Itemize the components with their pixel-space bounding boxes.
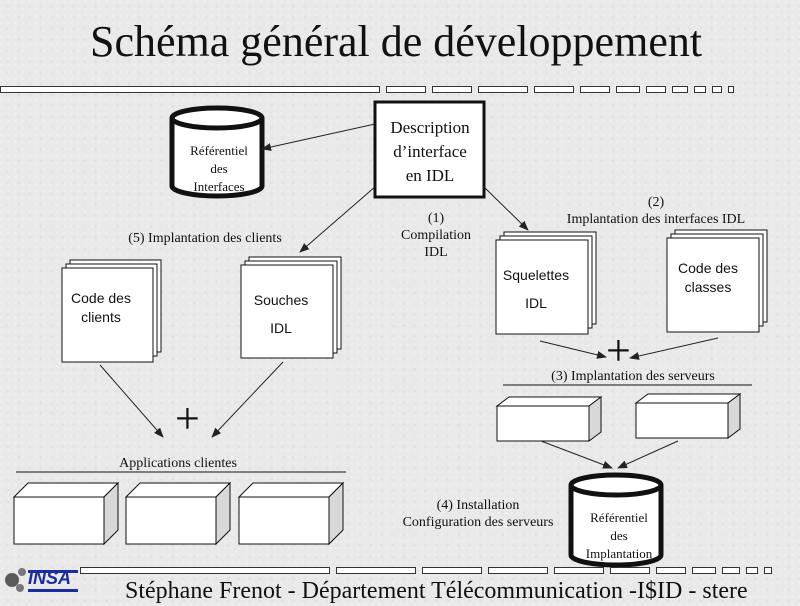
arrow-idl-to-souches bbox=[299, 185, 377, 253]
code-classes-stack bbox=[666, 229, 768, 333]
ref-implantation-text: Référentiel des Implantation bbox=[585, 510, 653, 561]
app-box-2 bbox=[124, 481, 232, 546]
arrow-idl-to-ref bbox=[261, 123, 376, 151]
plus-servers: + bbox=[606, 326, 631, 375]
arrow-souches-to-apps bbox=[211, 361, 284, 438]
step2-label: (2) Implantation des interfaces IDL bbox=[566, 195, 746, 227]
arrow-clients-to-apps bbox=[99, 364, 164, 438]
squelettes-text: Squelettes IDL bbox=[502, 267, 570, 311]
title-separator bbox=[0, 86, 740, 93]
souches-stack bbox=[240, 256, 342, 359]
arrow-classes-to-servers bbox=[629, 337, 719, 360]
ref-interfaces-text: Référentiel des Interfaces bbox=[190, 143, 248, 194]
code-classes-text: Code des classes bbox=[678, 260, 738, 295]
footer-separator bbox=[40, 567, 780, 574]
ref-implantation-cylinder bbox=[568, 472, 664, 568]
code-clients-text: Code des clients bbox=[71, 290, 131, 325]
server-box-2 bbox=[634, 393, 742, 439]
arrow-idl-to-squelettes bbox=[482, 185, 529, 231]
step1-label: (1) Compilation IDL bbox=[401, 211, 471, 260]
insa-logo: INSA bbox=[0, 556, 82, 600]
code-clients-stack bbox=[61, 259, 162, 363]
app-box-1 bbox=[12, 481, 120, 546]
idl-description-text: Description d’interface en IDL bbox=[390, 118, 470, 185]
squelettes-stack bbox=[495, 231, 597, 335]
arrow-server1-to-ref bbox=[540, 440, 613, 469]
idl-description-box bbox=[373, 100, 486, 199]
step3-label: (3) Implantation des serveurs bbox=[551, 369, 715, 384]
applications-label: Applications clientes bbox=[119, 456, 237, 471]
ref-interfaces-cylinder bbox=[169, 105, 265, 199]
plus-clients: + bbox=[175, 394, 200, 443]
arrow-server2-to-ref bbox=[617, 440, 679, 469]
step5-label: (5) Implantation des clients bbox=[128, 231, 282, 246]
page-title: Schéma général de développement bbox=[90, 17, 703, 66]
souches-text: Souches IDL bbox=[253, 292, 309, 336]
app-box-3 bbox=[237, 481, 345, 546]
server-box-1 bbox=[495, 396, 603, 442]
logo-wordmark: INSA bbox=[28, 568, 72, 588]
step4-label: (4) Installation Configuration des serve… bbox=[402, 498, 554, 530]
arrow-squelettes-to-servers bbox=[539, 340, 607, 359]
footer-text: Stéphane Frenot - Département Télécommun… bbox=[125, 578, 748, 604]
